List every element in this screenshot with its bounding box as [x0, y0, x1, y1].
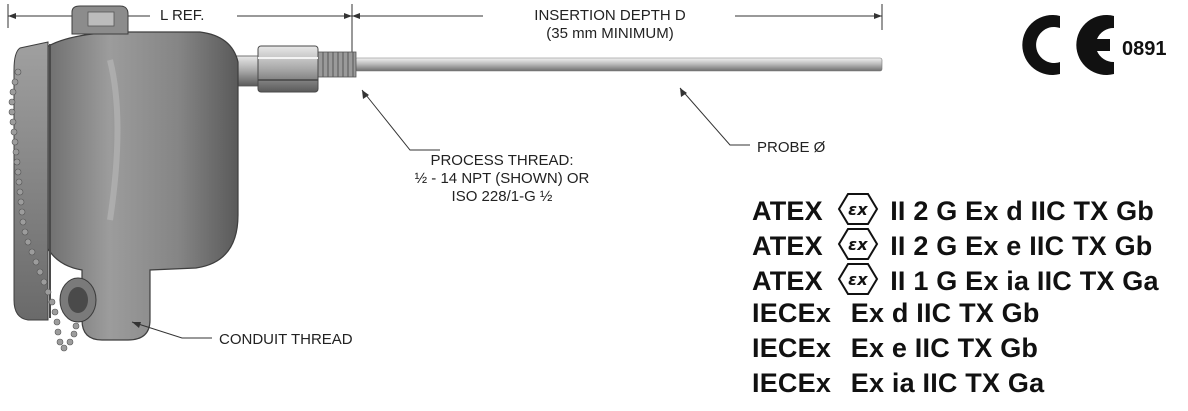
ex-hexagon-icon: εx [837, 193, 878, 225]
ex-hexagon-icon: εx [837, 263, 878, 295]
ce-notified-body-number: 0891 [1122, 38, 1167, 60]
ce-mark-icon [1022, 15, 1114, 76]
probe-diameter-label: PROBE Ø [757, 139, 826, 156]
process-thread-line3: ISO 228/1-G ½ [451, 188, 553, 205]
process-thread-line2: ½ - 14 NPT (SHOWN) OR [414, 170, 590, 187]
cert-row-iecex-e: IECEx Ex e IIC TX Gb [752, 333, 1038, 364]
insertion-depth-label: INSERTION DEPTH D (35 mm MINIMUM) [490, 7, 730, 43]
hex-fitting [231, 45, 319, 93]
svg-text:εx: εx [848, 200, 868, 219]
cert-marking: II 1 G Ex ia IIC TX Ga [890, 266, 1159, 296]
process-thread-line1: PROCESS THREAD: [430, 152, 574, 169]
cert-scheme: IECEx [752, 368, 832, 398]
svg-text:εx: εx [848, 235, 868, 254]
leader-lines [131, 87, 750, 339]
probe-tube [354, 57, 883, 72]
l-ref-label: L REF. [160, 7, 205, 24]
cert-row-atex-d: ATEX εx II 2 G Ex d IIC TX Gb [752, 192, 1154, 227]
enclosure-housing [13, 5, 239, 341]
cert-marking: Ex d IIC TX Gb [850, 298, 1040, 328]
cert-scheme: IECEx [752, 298, 832, 328]
bead-chain [8, 68, 80, 352]
cert-scheme: ATEX [752, 266, 823, 296]
cert-scheme: ATEX [752, 231, 823, 261]
cert-row-iecex-d: IECEx Ex d IIC TX Gb [752, 298, 1040, 329]
cert-marking: Ex e IIC TX Gb [850, 333, 1039, 363]
process-thread [317, 51, 357, 78]
cert-row-iecex-ia: IECEx Ex ia IIC TX Ga [752, 368, 1044, 399]
cert-marking: II 2 G Ex e IIC TX Gb [890, 231, 1153, 261]
svg-text:εx: εx [848, 270, 868, 289]
cert-row-atex-e: ATEX εx II 2 G Ex e IIC TX Gb [752, 227, 1153, 262]
process-thread-label: PROCESS THREAD: ½ - 14 NPT (SHOWN) OR IS… [382, 152, 622, 206]
ex-hexagon-icon: εx [837, 228, 878, 260]
cert-scheme: ATEX [752, 196, 823, 226]
cert-scheme: IECEx [752, 333, 832, 363]
insertion-depth-line1: INSERTION DEPTH D [534, 7, 686, 24]
conduit-thread-label: CONDUIT THREAD [219, 331, 353, 348]
leader-arrowheads [132, 88, 687, 328]
cert-row-atex-ia: ATEX εx II 1 G Ex ia IIC TX Ga [752, 262, 1159, 297]
cert-marking: Ex ia IIC TX Ga [850, 368, 1045, 398]
cert-marking: II 2 G Ex d IIC TX Gb [890, 196, 1154, 226]
insertion-depth-line2: (35 mm MINIMUM) [546, 25, 674, 42]
dimension-arrowheads [8, 13, 882, 19]
